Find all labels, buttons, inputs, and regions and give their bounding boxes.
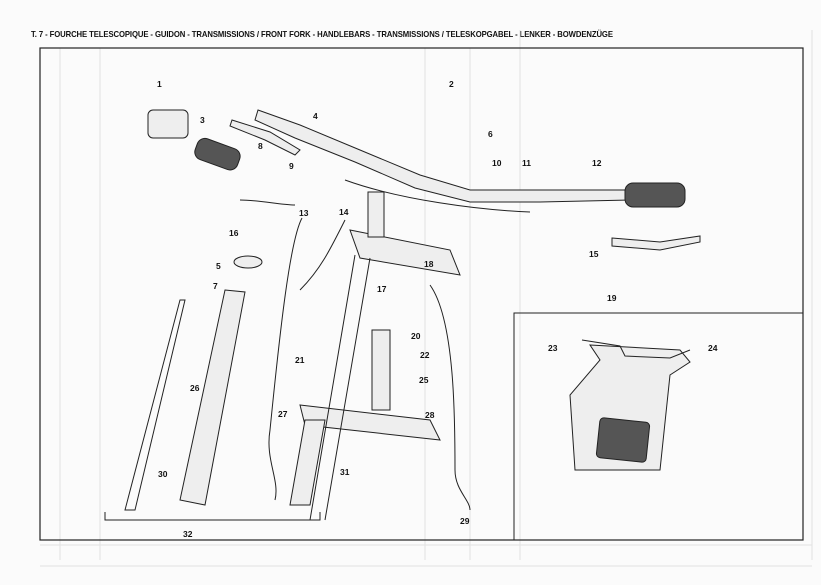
- callout-24: 24: [708, 343, 718, 353]
- switch-housing: [147, 109, 189, 139]
- callout-31: 31: [340, 467, 350, 477]
- main-frame: [39, 47, 804, 541]
- callout-21: 21: [295, 355, 305, 365]
- callout-5: 5: [216, 261, 221, 271]
- callout-26: 26: [190, 383, 200, 393]
- callout-3: 3: [200, 115, 205, 125]
- fork-legs: [124, 254, 371, 521]
- callout-8: 8: [258, 141, 263, 151]
- callout-labels: 1 2 3 4 5 6 7 8 9 10 11 12 13 14 15 16 1…: [157, 79, 718, 539]
- callout-10: 10: [492, 158, 502, 168]
- diagram-title: T. 7 - FOURCHE TELESCOPIQUE - GUIDON - T…: [31, 29, 613, 39]
- callout-29: 29: [460, 516, 470, 526]
- callout-2: 2: [449, 79, 454, 89]
- number-plate: [569, 339, 691, 471]
- callout-19: 19: [607, 293, 617, 303]
- callout-9: 9: [289, 161, 294, 171]
- callout-12: 12: [592, 158, 602, 168]
- callout-6: 6: [488, 129, 493, 139]
- inset-frame: [513, 312, 804, 541]
- callout-25: 25: [419, 375, 429, 385]
- assembly-bracket: [104, 512, 321, 521]
- callout-32: 32: [183, 529, 193, 539]
- brake-lever: [611, 235, 701, 251]
- background-table-ghost: [40, 30, 813, 567]
- callout-23: 23: [548, 343, 558, 353]
- clutch-lever: [229, 119, 301, 156]
- callout-28: 28: [425, 410, 435, 420]
- callout-7: 7: [213, 281, 218, 291]
- callout-4: 4: [313, 111, 318, 121]
- callout-18: 18: [424, 259, 434, 269]
- callout-27: 27: [278, 409, 288, 419]
- callout-11: 11: [522, 158, 531, 168]
- callout-14: 14: [339, 207, 349, 217]
- callout-20: 20: [411, 331, 421, 341]
- callout-13: 13: [299, 208, 309, 218]
- callout-30: 30: [158, 469, 168, 479]
- callout-15: 15: [589, 249, 599, 259]
- callout-16: 16: [229, 228, 239, 238]
- fork-yoke-bottom: [299, 329, 441, 441]
- fork-yoke-top: [349, 191, 461, 276]
- callout-17: 17: [377, 284, 387, 294]
- control-cables: [239, 179, 531, 511]
- handlebar: [194, 109, 686, 208]
- callout-22: 22: [420, 350, 430, 360]
- callout-1: 1: [157, 79, 162, 89]
